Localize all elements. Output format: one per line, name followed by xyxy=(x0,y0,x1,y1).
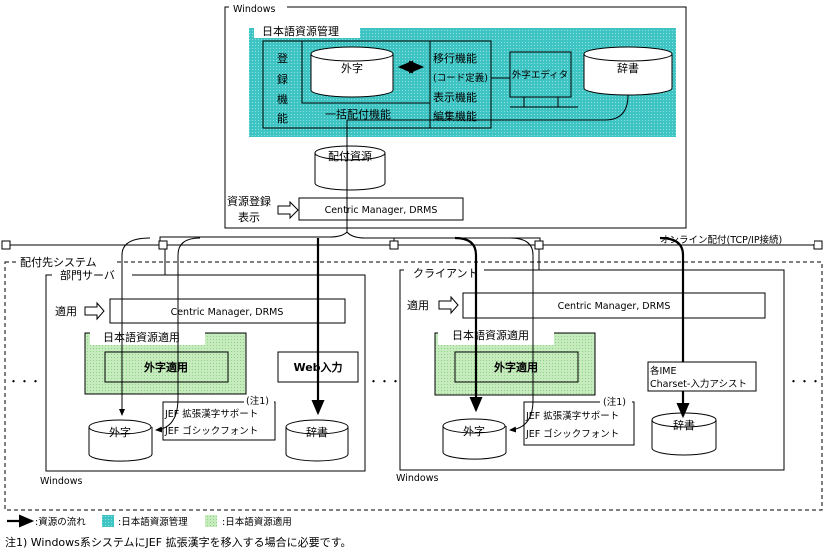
mgmt-label: 日本語資源管理 xyxy=(262,24,339,38)
registration-char: 機 xyxy=(277,92,288,106)
dictionary-label: 辞書 xyxy=(306,425,328,439)
registration-char: 登 xyxy=(277,51,288,65)
ellipsis: ・・・ xyxy=(788,375,821,388)
dictionary-label: 辞書 xyxy=(617,61,639,75)
gaiji-cylinder: 外字 xyxy=(88,419,153,462)
gaiji-label: 外字 xyxy=(341,61,363,75)
ellipsis: ・・・ xyxy=(8,375,41,388)
destination-frame xyxy=(4,261,823,511)
gaiji-cylinder: 外字 xyxy=(442,418,507,460)
legend: :資源の流れ :日本語資源管理 :日本語資源適用 注1) Windows系システ… xyxy=(5,514,351,549)
cm-box xyxy=(298,197,464,221)
network-label: オンライン配付(TCP/IP接続) xyxy=(660,234,782,246)
registration-char: 録 xyxy=(277,72,288,86)
windows-frame xyxy=(224,6,687,229)
hollow-arrow-icon xyxy=(277,200,299,220)
legend-mgmt-swatch xyxy=(102,515,114,527)
ellipsis: ・・・ xyxy=(368,375,401,388)
editor-label: 外字エディタ xyxy=(512,69,568,81)
dictionary-label: 辞書 xyxy=(673,418,695,432)
destination-label: 配付先システム xyxy=(20,256,97,269)
function-label: 表示機能 xyxy=(433,90,477,104)
management-server: Windows 日本語資源管理 登 録 機 能 外字 移行機能 (コード定義) … xyxy=(224,3,687,232)
cm-label: Centric Manager, DRMS xyxy=(171,307,284,318)
legend-apply-swatch xyxy=(205,515,217,527)
hollow-arrow-icon xyxy=(438,295,459,315)
registration-char: 能 xyxy=(277,111,288,125)
note-mark: (注1) xyxy=(246,395,269,407)
function-label: (コード定義) xyxy=(433,72,488,84)
apply-label: 適用 xyxy=(55,304,77,318)
legend-flow: :資源の流れ xyxy=(35,516,86,528)
hollow-arrow-icon xyxy=(84,301,105,321)
windows-label: Windows xyxy=(396,473,438,484)
gaiji-label: 外字 xyxy=(463,424,485,438)
network-node xyxy=(534,240,544,250)
legend-apply: :日本語資源適用 xyxy=(222,516,292,528)
functions-box xyxy=(429,40,492,129)
jef-line: JEF ゴシックフォント xyxy=(164,425,258,437)
dist-resource-label: 配付資源 xyxy=(328,149,372,163)
gaiji-apply-label: 外字適用 xyxy=(493,360,538,374)
client: クライアント Windows 適用 Centric Manager, DRMS … xyxy=(396,236,785,484)
dictionary-cylinder: 辞書 xyxy=(285,419,349,462)
gaiji-cylinder: 外字 xyxy=(310,46,394,98)
gaiji-editor-monitor-icon: 外字エディタ xyxy=(509,51,578,108)
network-node xyxy=(813,240,823,250)
ime-line: Charset-入力アシスト xyxy=(650,378,747,390)
department-server: 部門サーバ Windows 適用 Centric Manager, DRMS 日… xyxy=(40,237,366,487)
function-label: 移行機能 xyxy=(433,51,477,65)
jef-line: JEF 拡張漢字サポート xyxy=(164,408,258,420)
cm-label: Centric Manager, DRMS xyxy=(558,301,671,312)
network-node xyxy=(389,240,399,250)
gaiji-label: 外字 xyxy=(109,425,131,439)
display-label: 表示 xyxy=(238,210,260,224)
function-label: 編集機能 xyxy=(433,109,477,123)
dist-resource-cylinder: 配付資源 xyxy=(314,145,386,191)
jef-line: JEF ゴシックフォント xyxy=(525,428,619,440)
server-label: 部門サーバ xyxy=(60,268,115,282)
footnote: 注1) Windows系システムにJEF 拡張漢字を移入する場合に必要です。 xyxy=(5,535,351,549)
apply-region-label: 日本語資源適用 xyxy=(103,330,180,344)
cm-label: Centric Manager, DRMS xyxy=(325,205,438,216)
network-node xyxy=(158,240,168,250)
ime-line: 各IME xyxy=(650,365,677,377)
legend-mgmt: :日本語資源管理 xyxy=(118,516,188,528)
windows-label: Windows xyxy=(40,476,82,487)
jef-line: JEF 拡張漢字サポート xyxy=(525,410,619,422)
network-node xyxy=(1,240,11,250)
apply-region-label: 日本語資源適用 xyxy=(452,328,529,342)
gaiji-apply-label: 外字適用 xyxy=(143,360,188,374)
note-mark: (注1) xyxy=(603,396,626,408)
dictionary-cylinder: 辞書 xyxy=(583,46,673,96)
register-label: 資源登録 xyxy=(227,194,271,208)
dictionary-cylinder: 辞書 xyxy=(651,412,717,456)
windows-label: Windows xyxy=(233,4,275,15)
apply-label: 適用 xyxy=(407,298,429,312)
client-label: クライアント xyxy=(413,267,479,280)
bulk-distribution-label: 一括配付機能 xyxy=(325,107,391,121)
